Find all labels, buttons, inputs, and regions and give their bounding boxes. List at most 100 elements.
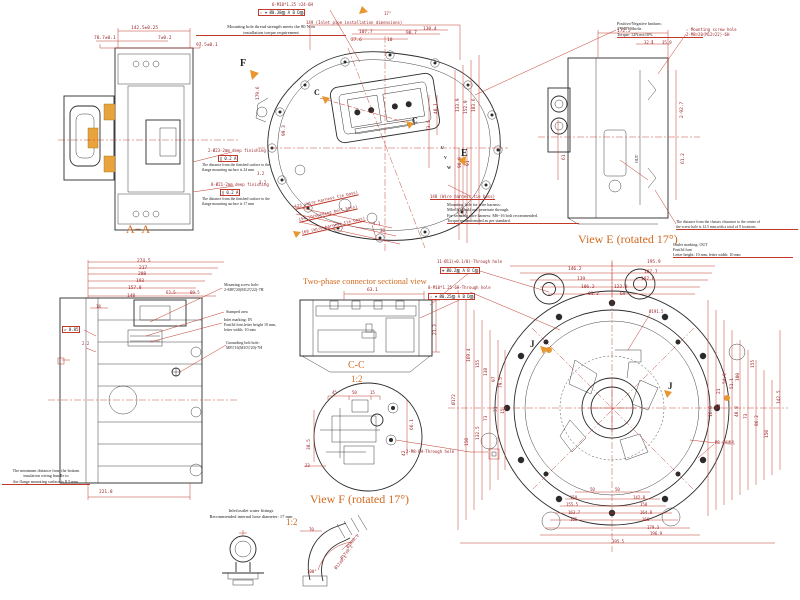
gdt-parallelism-frame: ∥ 0.2 A xyxy=(218,155,239,162)
dim-label: 155 xyxy=(476,359,481,368)
dim-label: 97.5±0.1 xyxy=(196,43,218,48)
note-min-distance: The minimum distance from the bottom ins… xyxy=(2,468,90,485)
dim-label: 142.5±0.25 xyxy=(131,26,159,31)
dim-label: 142.8 xyxy=(633,495,646,500)
gdt-position-frame: ⌖ Ø0.2Ⓜ A B CⓂ xyxy=(440,267,481,274)
section-letter-c: C xyxy=(314,88,320,97)
dim-label: 187.7 xyxy=(644,270,658,275)
dim-label: 31 xyxy=(494,406,499,412)
section-letter-c: C xyxy=(412,116,418,125)
dim-label: 172.5 xyxy=(617,29,631,34)
dim-label: 70 xyxy=(309,527,314,532)
dim-label: W xyxy=(447,165,451,170)
dim-label: 35.9 xyxy=(662,40,672,45)
dim-label: 91 xyxy=(466,160,471,166)
dim-label: 2.2 xyxy=(82,341,90,346)
dim-label: 15 xyxy=(501,408,506,414)
dim-label: 4.1 xyxy=(373,221,381,226)
view-e xyxy=(538,30,700,225)
note-inlet-marking: Inlet marking: IN Font3d font,letter hei… xyxy=(224,317,277,332)
dim-label: 179.6 xyxy=(256,86,261,100)
dim-label: 73.5 xyxy=(427,120,432,131)
dim-label: 50 xyxy=(352,390,357,395)
callout-m8-through: M8-6H通孔 xyxy=(715,440,736,445)
dim-label: 221.8 xyxy=(99,490,113,495)
callout-tapped-holes: 6-M10*1.25 ▽24-6H xyxy=(272,2,313,7)
dim-label: 61.2 xyxy=(588,292,599,297)
view-arrow-letter-j: J xyxy=(668,381,673,391)
dim-label: 146.2 xyxy=(568,267,582,272)
dim-label: 32.1 xyxy=(644,40,654,45)
dim-label: 100° xyxy=(307,569,317,574)
dim-label: 183.6 xyxy=(472,98,477,112)
view-title-f: View F (rotated 17°) xyxy=(310,492,410,506)
view-side-left xyxy=(48,260,238,500)
dim-label: 193 xyxy=(136,279,145,284)
dim-label: 99.3 xyxy=(282,125,287,136)
surface-finish-mark: 3.2 xyxy=(257,171,265,176)
dim-label: 40.8 xyxy=(735,406,740,417)
view-f xyxy=(304,382,500,492)
dim-label: 21 xyxy=(717,388,722,394)
dim-label: 10 xyxy=(387,38,393,43)
callout-mounting-screw: Mounting screw hole: 2-M8▽20(M12▽22)-7H xyxy=(224,282,264,292)
callout-m8-through-2: 2-M8-6H-Through hole xyxy=(406,449,455,454)
dim-label: 123.8 xyxy=(614,285,628,290)
callout-grounding-bolt: Grounding bolt hole: M8▽16(M10▽20)-7H xyxy=(226,340,263,350)
dim-label: 23 xyxy=(305,463,310,468)
callout-stamped-area: Stamped area xyxy=(226,309,248,314)
dim-label: 130.4 xyxy=(423,27,437,32)
dim-label: 42 xyxy=(402,450,407,456)
callout-spotface-17: 8-Ø21-2mm deep finishing xyxy=(211,182,269,187)
dim-label: 208 xyxy=(138,272,147,277)
dim-label: 78.7±0.1 xyxy=(94,36,116,41)
dim-label: 50 xyxy=(590,487,595,492)
dim-label: Ø172 xyxy=(452,394,457,405)
note-thread-strength: Mounting hole thread strength meets the … xyxy=(196,24,346,37)
dim-label: 155.5 xyxy=(566,502,579,507)
view-arrow-letter-f: F xyxy=(240,58,247,69)
note-wire-harness: Mounting hole for wire harness: M6x16 sh… xyxy=(447,202,579,224)
dim-label: 97 xyxy=(492,376,497,382)
callout-spotface-24: 2-Ø23-2mm deep finishing xyxy=(208,148,266,153)
dim-label: 30 xyxy=(380,228,385,233)
view-rear-flange xyxy=(448,260,788,552)
dim-label: 274.5 xyxy=(137,259,151,264)
dim-label: The distance from the finished surface t… xyxy=(202,163,270,172)
dim-label: 63.1 xyxy=(367,288,378,293)
dim-label: U xyxy=(441,145,444,150)
surface-finish-mark: 3.2 xyxy=(259,180,267,185)
dim-label: 106.2 xyxy=(581,285,595,290)
note-chassis-clearance: The distance from the chassis clearance … xyxy=(676,220,798,231)
dim-label: 66.1 xyxy=(410,419,415,430)
dim-label: 69.5 xyxy=(190,290,200,295)
view-title-section-aa: A−A xyxy=(126,222,151,236)
dim-label: 7±0.2 xyxy=(158,36,172,41)
outlet-marking: OUT xyxy=(634,154,639,163)
view-cc-section xyxy=(299,271,471,373)
dim-label: 73 xyxy=(744,413,749,419)
callout-boss: 148 (Wire harness tie boss) xyxy=(430,194,496,200)
view-arrow-letter-j: J xyxy=(530,339,535,349)
dim-label: 17° xyxy=(384,11,392,16)
dim-label: 138 xyxy=(484,367,489,376)
view-title-cc: C-C xyxy=(348,360,365,371)
dim-label: 166 xyxy=(642,517,650,522)
dim-label: 149 (Inlet pipe installation dimensions) xyxy=(306,20,403,25)
view-water-fittings xyxy=(222,514,368,587)
note-outlet-marking: Outlet marking: OUT Font3d font Letter h… xyxy=(673,242,793,258)
dim-label: 51.1 xyxy=(730,378,735,389)
dim-label: 27.6 xyxy=(351,38,362,43)
dim-label: The distance from the finished surface t… xyxy=(202,197,270,206)
dim-label: 163.7 xyxy=(568,510,581,515)
dim-label: 195.9 xyxy=(647,260,661,265)
dim-label: 98.7 xyxy=(406,31,417,36)
dim-label: 132.5 xyxy=(476,426,481,440)
dim-label: 73 xyxy=(484,415,489,421)
dim-label: 150 xyxy=(465,437,470,446)
dim-label: Ø191.5 xyxy=(649,309,664,314)
dim-label: 62.5 xyxy=(166,290,176,295)
